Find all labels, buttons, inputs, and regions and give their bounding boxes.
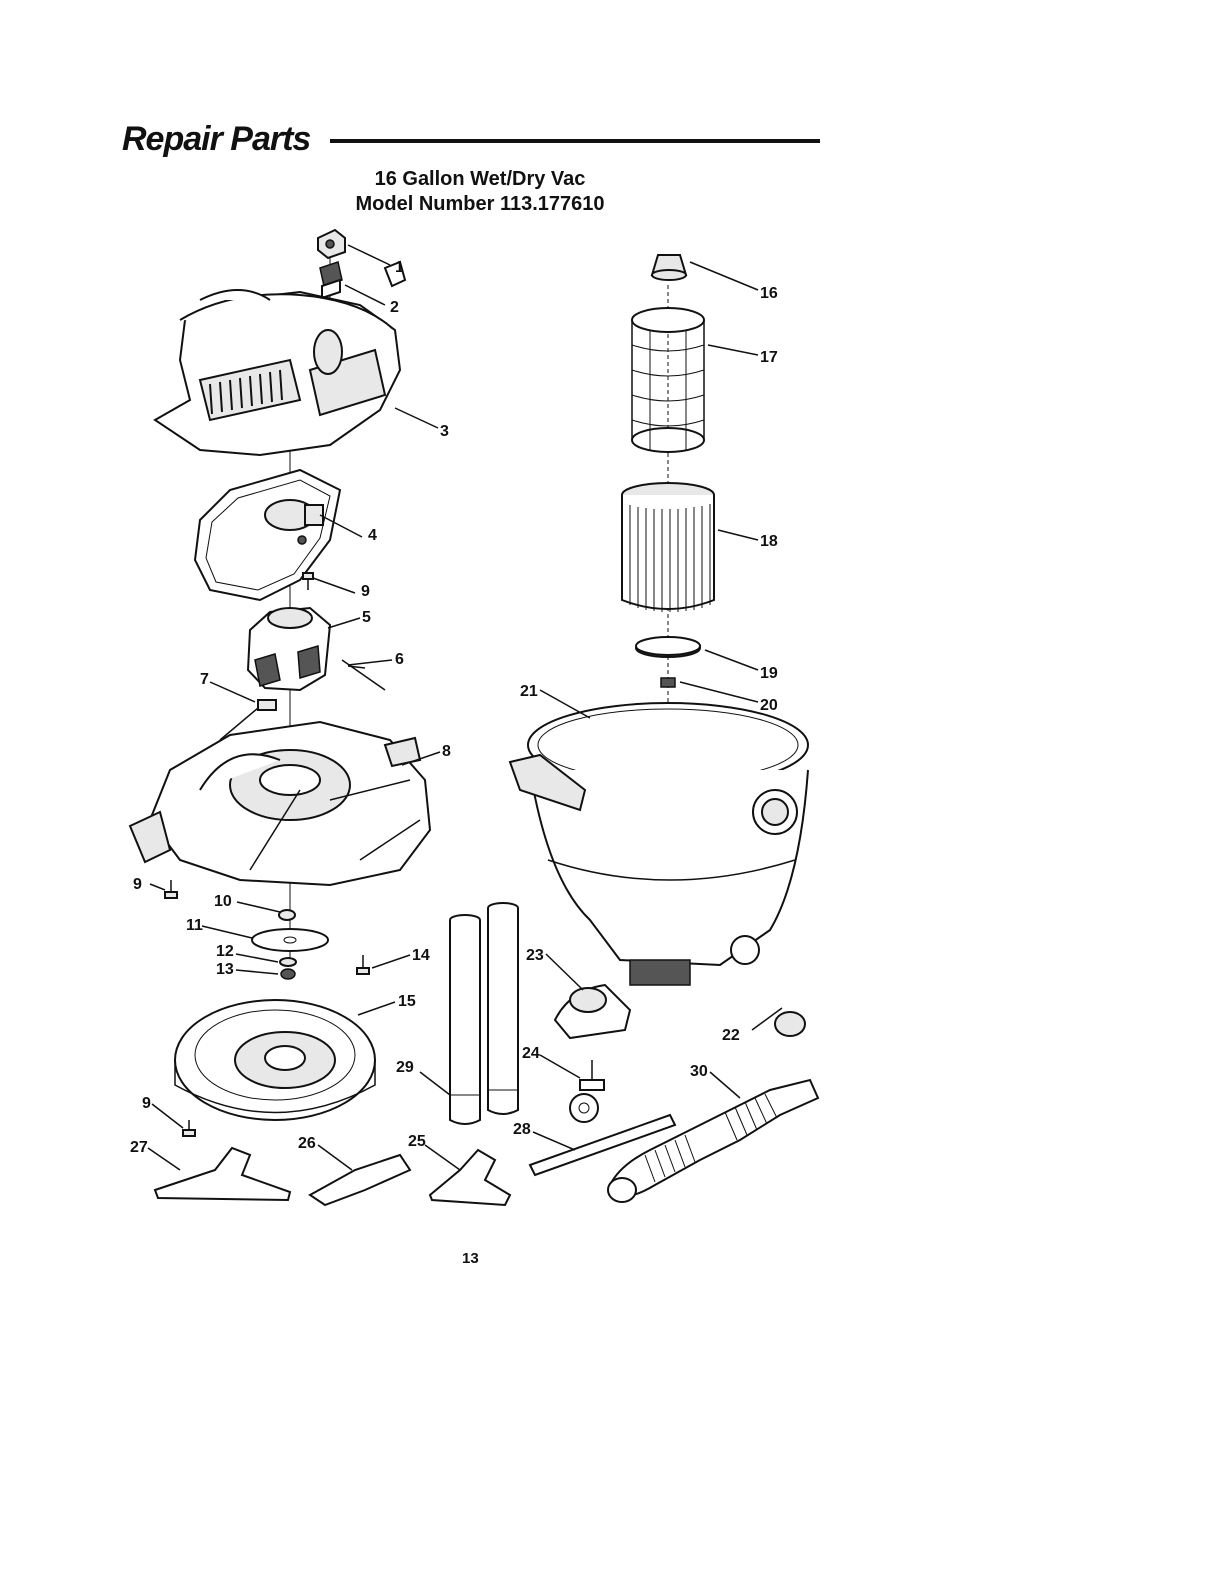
- callout-11: 11: [186, 917, 203, 934]
- part-cage-base: [175, 1000, 375, 1120]
- callout-29: 29: [396, 1059, 414, 1076]
- callout-28: 28: [513, 1121, 531, 1138]
- callout-26: 26: [298, 1135, 316, 1152]
- callout-25: 25: [408, 1133, 426, 1150]
- part-nozzle-27: [155, 1148, 290, 1200]
- part-switch: [320, 262, 342, 298]
- callout-2: 2: [390, 299, 399, 316]
- part-screw-left: [165, 880, 177, 898]
- part-extension-wands: [450, 903, 518, 1124]
- part-lock-washer: [280, 958, 296, 966]
- callout-9-lower: 9: [142, 1095, 151, 1112]
- part-drain-cap: [775, 1012, 805, 1036]
- callout-3: 3: [440, 423, 449, 440]
- part-motor: [248, 608, 330, 690]
- part-filter-disc: [636, 637, 700, 657]
- callout-23: 23: [526, 947, 544, 964]
- callout-17: 17: [760, 349, 778, 366]
- part-filter-nut: [661, 678, 675, 687]
- part-screw-upper: [303, 573, 313, 590]
- part-switch-knob: [318, 230, 345, 258]
- callout-27: 27: [130, 1139, 148, 1156]
- callout-20: 20: [760, 697, 778, 714]
- part-nozzle-26: [310, 1155, 410, 1205]
- callout-16: 16: [760, 285, 778, 302]
- callout-9-upper: 9: [361, 583, 370, 600]
- callout-15: 15: [398, 993, 416, 1010]
- callout-22: 22: [722, 1027, 740, 1044]
- part-nut: [281, 969, 295, 979]
- page-number: 13: [462, 1250, 479, 1267]
- callout-18: 18: [760, 533, 778, 550]
- callout-1: 1: [395, 259, 404, 276]
- part-nozzle-25: [430, 1150, 510, 1205]
- part-screw-14: [357, 955, 369, 974]
- part-lid: [130, 722, 430, 885]
- callout-21: 21: [520, 683, 538, 700]
- callout-5: 5: [362, 609, 371, 626]
- callout-30: 30: [690, 1063, 708, 1080]
- part-motor-cover: [155, 262, 405, 455]
- part-drum: [510, 703, 808, 985]
- part-washer: [279, 910, 295, 920]
- part-cartridge-filter: [622, 483, 714, 612]
- part-caster: [570, 1060, 604, 1122]
- callout-4: 4: [368, 527, 377, 544]
- part-screw-lower: [183, 1120, 195, 1136]
- callout-8: 8: [442, 743, 451, 760]
- part-disc: [252, 929, 328, 951]
- callout-13: 13: [216, 961, 234, 978]
- callout-9-left: 9: [133, 876, 142, 893]
- callout-10: 10: [214, 893, 232, 910]
- part-filter-cap: [652, 255, 686, 280]
- callout-14: 14: [412, 947, 430, 964]
- callout-7: 7: [200, 671, 209, 688]
- callout-19: 19: [760, 665, 778, 682]
- part-caster-foot: [555, 985, 630, 1038]
- callout-12: 12: [216, 943, 234, 960]
- part-hose: [608, 1080, 818, 1202]
- callout-6: 6: [395, 651, 404, 668]
- callout-24: 24: [522, 1045, 540, 1062]
